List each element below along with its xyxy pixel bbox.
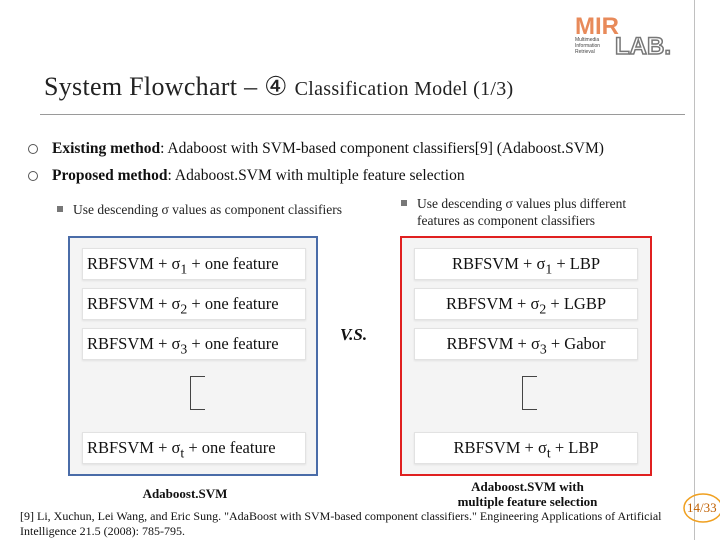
right-row-t: RBFSVM + σt + LBP [414, 432, 638, 464]
right-row-t-sub: t [546, 445, 551, 461]
bullet-proposed-text: : Adaboost.SVM with multiple feature sel… [167, 167, 465, 184]
right-row-1-pre: RBFSVM + σ [451, 254, 546, 273]
ellipsis-bracket [522, 376, 537, 410]
badge-shape-icon [683, 493, 720, 523]
ellipsis-bracket [190, 376, 205, 410]
sub-bullet-right: Use descending σ values plus different f… [401, 195, 657, 229]
sub-bullet-left: Use descending σ values as component cla… [57, 201, 373, 218]
logo-text-bottom: LAB. [615, 33, 671, 56]
caption-right-line-2: multiple feature selection [457, 494, 598, 509]
left-row-2-post: + one feature [187, 294, 279, 313]
sub-bullet-right-text: Use descending σ values plus different f… [417, 196, 627, 228]
caption-right: Adaboost.SVM with multiple feature selec… [420, 479, 635, 509]
square-bullet-icon [57, 206, 63, 212]
right-row-t-post: + LBP [550, 438, 599, 457]
slide-title-sub: Classification Model (1/3) [294, 78, 514, 100]
mirlab-logo: MIR LAB. Multimedia Information Retrieva… [575, 10, 680, 61]
logo-line-2: Information [575, 43, 600, 49]
left-row-2-pre: RBFSVM + σ [87, 294, 181, 313]
circle-bullet-icon [28, 144, 38, 154]
right-edge-rule [694, 0, 695, 540]
bullet-proposed-label: Proposed method [52, 167, 168, 184]
slide-title-main: System Flowchart – ④ [44, 72, 288, 101]
left-row-3-sub: 3 [180, 341, 188, 357]
left-row-3-post: + one feature [187, 334, 279, 353]
logo-line-1: Multimedia [575, 37, 599, 43]
logo-text-top: MIR [575, 13, 619, 40]
adaboost-svm-mfs-box: RBFSVM + σ1 + LBP RBFSVM + σ2 + LGBP RBF… [400, 236, 652, 476]
bullet-existing-text: : Adaboost with SVM-based component clas… [160, 140, 604, 157]
left-row-t-post: + one feature [184, 438, 276, 457]
left-row-t-sub: t [180, 445, 185, 461]
left-row-3-pre: RBFSVM + σ [87, 334, 181, 353]
page-number-badge: 14/33 [683, 493, 720, 523]
left-row-2-sub: 2 [180, 301, 188, 317]
right-row-3-sub: 3 [539, 341, 547, 357]
title-underline [40, 114, 685, 115]
bullet-existing-label: Existing method [52, 140, 161, 157]
right-row-2-pre: RBFSVM + σ [445, 294, 540, 313]
page-number: 14/33 [687, 500, 717, 515]
right-row-2: RBFSVM + σ2 + LGBP [414, 288, 638, 320]
left-row-1-sub: 1 [180, 261, 188, 277]
adaboost-svm-box: RBFSVM + σ1 + one feature RBFSVM + σ2 + … [68, 236, 318, 476]
left-row-1-post: + one feature [187, 254, 279, 273]
left-row-1-pre: RBFSVM + σ [87, 254, 181, 273]
caption-right-line-1: Adaboost.SVM with [471, 479, 584, 494]
caption-left: Adaboost.SVM [142, 486, 228, 501]
versus-label: V.S. [340, 325, 368, 344]
right-row-2-sub: 2 [539, 301, 547, 317]
right-row-2-post: + LGBP [546, 294, 606, 313]
right-row-3-pre: RBFSVM + σ [446, 334, 540, 353]
circle-bullet-icon [28, 171, 38, 181]
sub-bullet-left-text: Use descending σ values as component cla… [73, 202, 342, 217]
right-row-3-post: + Gabor [546, 334, 606, 353]
left-row-1: RBFSVM + σ1 + one feature [82, 248, 306, 280]
square-bullet-icon [401, 200, 407, 206]
left-row-3: RBFSVM + σ3 + one feature [82, 328, 306, 360]
bullet-proposed-method: Proposed method: Adaboost.SVM with multi… [28, 167, 465, 185]
left-row-t-pre: RBFSVM + σ [87, 438, 181, 457]
right-row-1: RBFSVM + σ1 + LBP [414, 248, 638, 280]
right-row-1-sub: 1 [545, 261, 553, 277]
bullet-existing-method: Existing method: Adaboost with SVM-based… [28, 140, 604, 158]
right-row-t-pre: RBFSVM + σ [453, 438, 547, 457]
right-row-3: RBFSVM + σ3 + Gabor [414, 328, 638, 360]
logo-line-3: Retrieval [575, 49, 595, 55]
reference-footnote: [9] Li, Xuchun, Lei Wang, and Eric Sung.… [20, 509, 662, 538]
slide-title: System Flowchart – ④ Classification Mode… [44, 72, 513, 102]
left-row-2: RBFSVM + σ2 + one feature [82, 288, 306, 320]
right-row-1-post: + LBP [552, 254, 601, 273]
left-row-t: RBFSVM + σt + one feature [82, 432, 306, 464]
